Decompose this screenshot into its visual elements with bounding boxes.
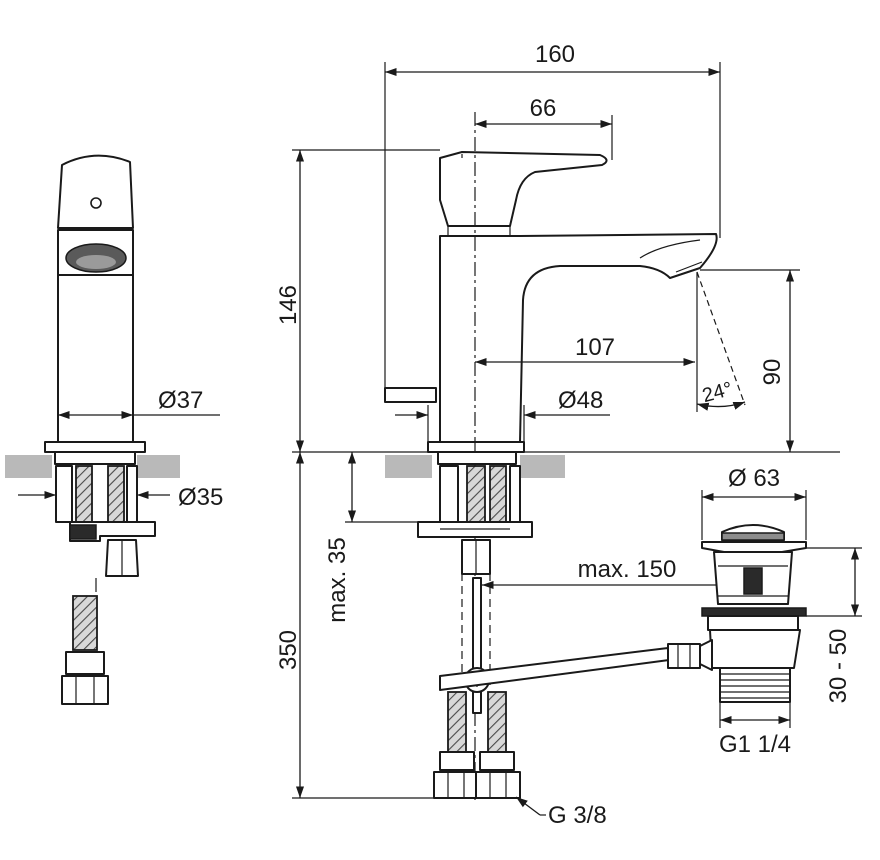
dim-max-150-label: max. 150 bbox=[578, 556, 677, 583]
dim-g1-1-4-label: G1 1/4 bbox=[719, 731, 791, 758]
drain-gasket bbox=[701, 607, 807, 617]
dim-dia-37-label: Ø37 bbox=[158, 387, 203, 414]
dim-66-label: 66 bbox=[530, 95, 557, 122]
side-view-body bbox=[57, 274, 134, 443]
dim-350-label: 350 bbox=[275, 630, 302, 670]
front-view-spout-tip bbox=[639, 239, 701, 259]
side-view-hose bbox=[72, 595, 98, 651]
drain-flange bbox=[701, 541, 807, 553]
drain-assembly: Ø 63 30 - 50 G1 1/4 bbox=[667, 465, 862, 758]
drain-body-lower bbox=[709, 629, 801, 669]
side-view: Ø37 Ø35 bbox=[5, 154, 223, 705]
side-view-handle bbox=[57, 154, 134, 229]
front-view-rear-plate bbox=[384, 387, 437, 403]
dim-angle-24-label: 24° bbox=[700, 378, 735, 407]
front-view-lever-handle bbox=[439, 151, 608, 227]
side-view-shank-left bbox=[75, 465, 93, 523]
side-view-handle-indicator bbox=[90, 197, 102, 209]
side-view-hose-fitting bbox=[65, 651, 105, 675]
drain-threaded-tail bbox=[719, 667, 791, 703]
dim-dia-35-label: Ø35 bbox=[178, 484, 223, 511]
side-view-shank-right bbox=[107, 465, 125, 523]
dim-90-label: 90 bbox=[759, 359, 786, 386]
dim-max-35-label: max. 35 bbox=[324, 537, 351, 622]
front-view-hose-left bbox=[447, 691, 467, 753]
dim-dia-48-label: Ø48 bbox=[558, 387, 603, 414]
dim-107-label: 107 bbox=[575, 334, 615, 361]
front-view-base bbox=[427, 441, 525, 453]
front-view-popup-rod bbox=[472, 577, 482, 714]
dim-30-50-label: 30 - 50 bbox=[825, 629, 852, 704]
dim-160-label: 160 bbox=[535, 41, 575, 68]
front-view-shank bbox=[466, 465, 486, 523]
drain-rod-nut bbox=[667, 643, 701, 669]
front-view-hose-right bbox=[487, 691, 507, 753]
side-view-base bbox=[44, 441, 146, 453]
dim-g-3-8-label: G 3/8 bbox=[548, 802, 607, 829]
front-view: 146 160 66 107 24° bbox=[275, 41, 840, 829]
dim-dia-63-label: Ø 63 bbox=[728, 465, 780, 492]
dim-146-label: 146 bbox=[275, 285, 302, 325]
front-view-body-spout bbox=[439, 233, 718, 443]
side-view-countertop bbox=[5, 455, 180, 478]
